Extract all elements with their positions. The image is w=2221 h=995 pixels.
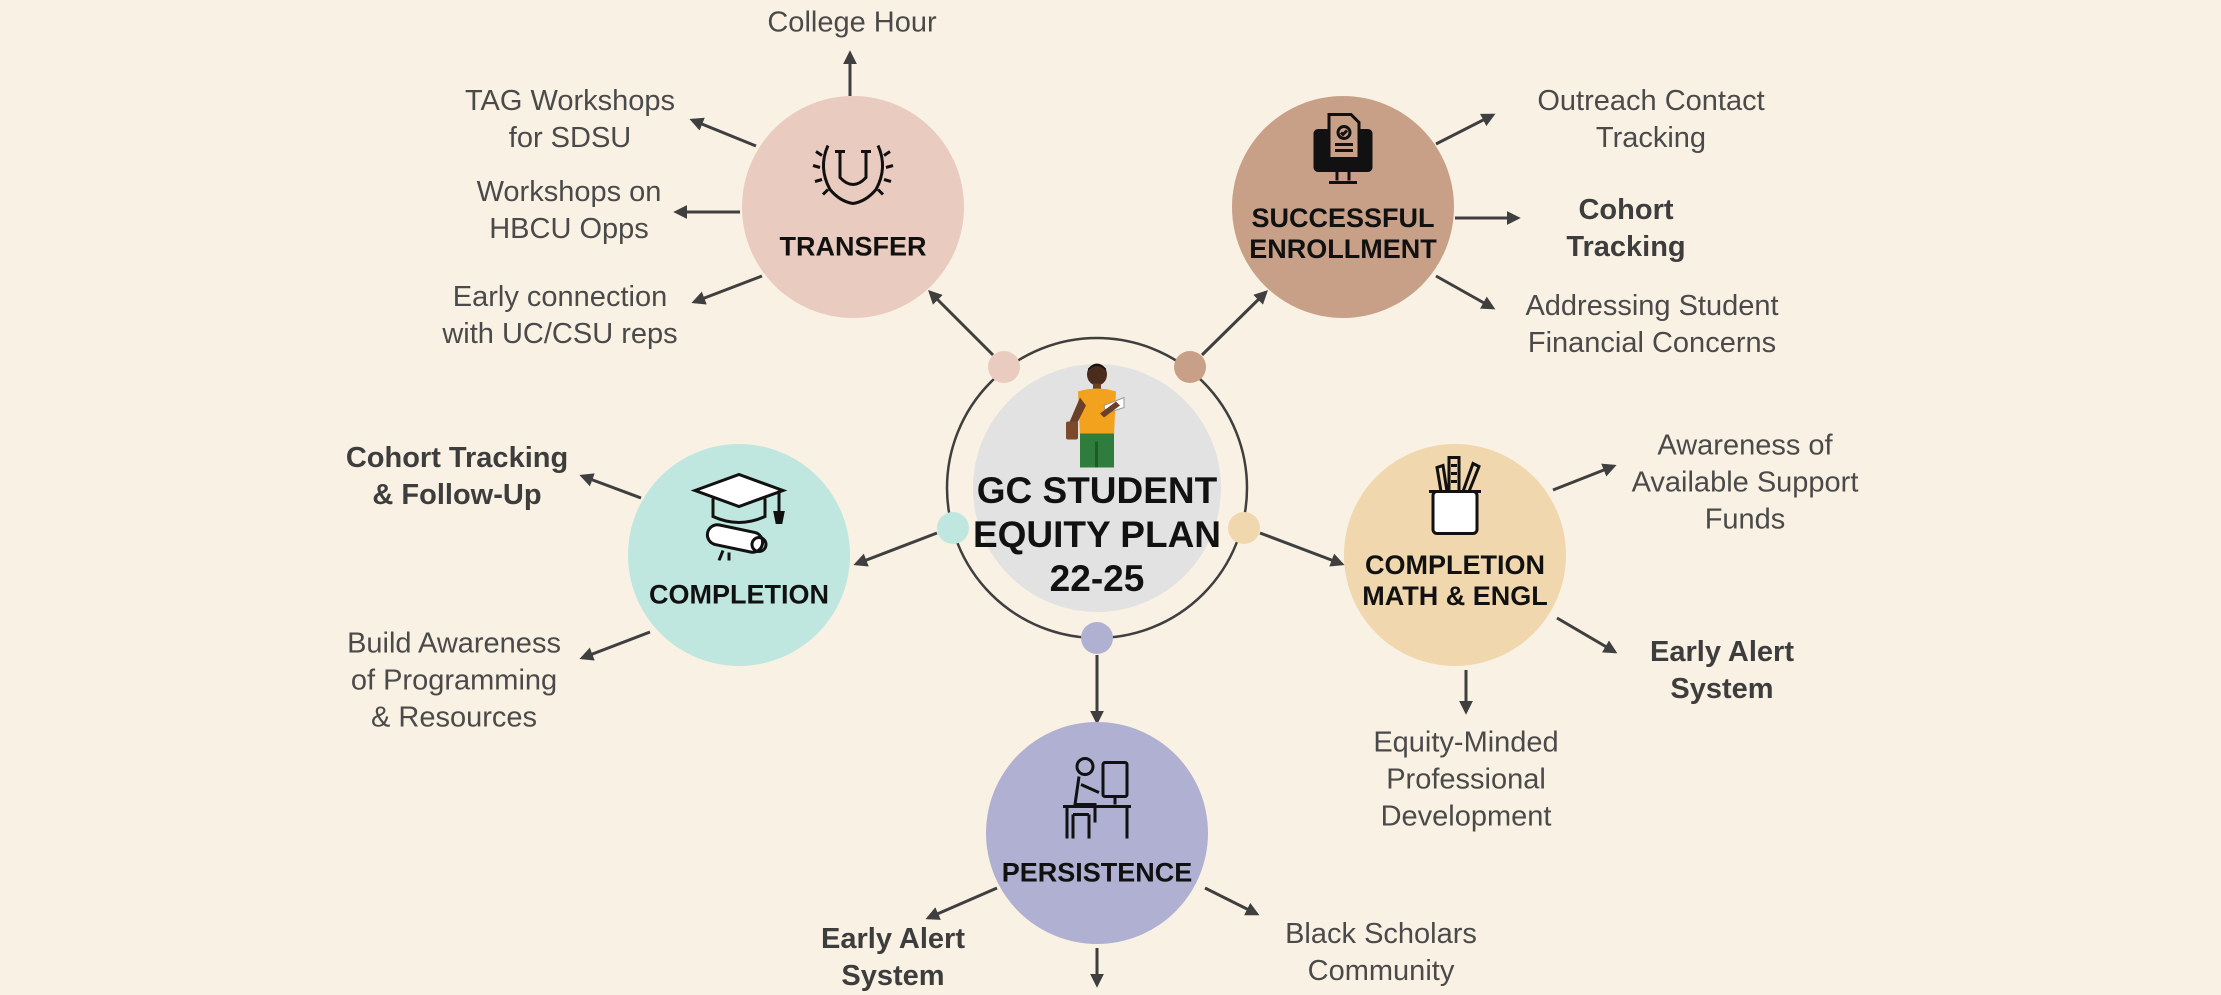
math-engl-title-line: MATH & ENGL: [1362, 581, 1548, 611]
item-line: Funds: [1704, 503, 1786, 536]
student-at-desk-icon: [1059, 755, 1135, 846]
enrollment-title-line: ENROLLMENT: [1249, 234, 1437, 264]
item-line: of Programming: [350, 664, 558, 697]
item-line: Black Scholars: [1285, 918, 1477, 950]
graduation-cap-diploma-icon: [689, 471, 789, 566]
math-engl-item-support-funds: Awareness of Available Support Funds: [1632, 428, 1859, 539]
transfer-title-line: TRANSFER: [779, 231, 927, 262]
item-line: Tracking: [1595, 122, 1707, 154]
item-line: Build Awareness: [347, 627, 561, 660]
item-line: with UC/CSU reps: [442, 318, 678, 350]
center-title-line: EQUITY PLAN: [972, 514, 1222, 555]
pencil-cup-icon: [1423, 454, 1487, 543]
item-line: Early connection: [452, 281, 668, 313]
item-line: Professional: [1386, 763, 1546, 796]
arrow-to-cohort-followup: [579, 473, 642, 500]
item-line: & Follow-Up: [372, 479, 542, 511]
item-line: TAG Workshops: [464, 85, 676, 117]
item-line: HBCU Opps: [489, 213, 649, 245]
enrollment-title: SUCCESSFUL ENROLLMENT: [1249, 203, 1436, 265]
item-line: Cohort: [1578, 194, 1674, 226]
math-engl-item-equity-pd: Equity-Minded Professional Development: [1373, 725, 1558, 836]
completion-item-build-awareness: Build Awareness of Programming & Resourc…: [347, 626, 561, 737]
center-title-line: 22-25: [1049, 558, 1145, 599]
arrow-to-persist-early-alert: [925, 886, 998, 920]
persistence-title-line: PERSISTENCE: [1001, 857, 1193, 888]
computer-document-icon: [1311, 111, 1375, 196]
persistence-title: PERSISTENCE: [1002, 858, 1193, 889]
math-engl-title: COMPLETION MATH & ENGL: [1362, 550, 1547, 612]
math-engl-title-line: COMPLETION: [1364, 550, 1545, 580]
item-line: Tracking: [1566, 231, 1686, 263]
persistence-item-black-scholars: Black Scholars Community: [1285, 916, 1477, 990]
item-line: for SDSU: [508, 122, 632, 154]
arrow-to-outreach: [1435, 113, 1496, 146]
persistence-junction-dot: [1081, 622, 1113, 654]
transfer-item-hbcu-workshops: Workshops on HBCU Opps: [477, 174, 662, 248]
university-laurel-icon: [810, 134, 896, 217]
enrollment-item-financial: Addressing Student Financial Concerns: [1525, 288, 1778, 362]
arrow-to-transfer: [928, 290, 995, 357]
enrollment-item-cohort-tracking: Cohort Tracking: [1566, 192, 1685, 266]
arrow-to-early-connection: [691, 274, 763, 305]
arrow-to-support-funds: [1552, 463, 1617, 492]
item-line: Awareness of: [1657, 429, 1833, 462]
item-line: Cohort Tracking: [345, 442, 569, 474]
arrow-to-enrollment: [1200, 290, 1268, 357]
transfer-junction-dot: [988, 351, 1020, 383]
center-title-line: GC STUDENT: [976, 470, 1218, 511]
transfer-item-college-hour: College Hour: [767, 5, 936, 42]
item-line: Early Alert: [1650, 636, 1794, 668]
arrow-to-math-early-alert: [1556, 616, 1618, 654]
center-title: GC STUDENT EQUITY PLAN 22-25: [973, 469, 1221, 601]
item-line: Outreach Contact: [1537, 85, 1765, 117]
arrow-to-build-awareness: [579, 630, 651, 661]
item-line: System: [841, 960, 945, 992]
persistence-circle: [986, 722, 1208, 944]
item-line: Workshops on: [476, 176, 662, 208]
completion-title-line: COMPLETION: [649, 579, 829, 610]
transfer-item-tag-workshops: TAG Workshops for SDSU: [465, 83, 675, 157]
item-line: & Resources: [370, 701, 537, 734]
item-line: System: [1670, 673, 1774, 705]
math-engl-item-early-alert: Early Alert System: [1650, 634, 1794, 708]
completion-junction-dot: [937, 512, 969, 544]
enrollment-title-line: SUCCESSFUL: [1251, 203, 1435, 233]
item-line: Available Support: [1631, 466, 1859, 499]
item-line: College Hour: [767, 6, 937, 39]
arrow-to-completion: [853, 531, 938, 567]
enrollment-item-outreach: Outreach Contact Tracking: [1537, 83, 1764, 157]
item-line: Development: [1380, 800, 1552, 833]
transfer-title: TRANSFER: [780, 232, 927, 263]
item-line: Financial Concerns: [1527, 327, 1777, 359]
item-line: Equity-Minded: [1373, 726, 1559, 759]
persistence-item-early-alert: Early Alert System: [821, 921, 965, 995]
item-line: Community: [1307, 955, 1455, 987]
student-reading-icon: [1064, 362, 1130, 475]
item-line: Early Alert: [821, 923, 965, 955]
arrow-to-financial: [1435, 274, 1496, 310]
arrow-to-black-scholars: [1204, 886, 1260, 916]
transfer-item-early-connection: Early connection with UC/CSU reps: [442, 279, 677, 353]
completion-item-cohort-followup: Cohort Tracking & Follow-Up: [346, 440, 568, 514]
enrollment-junction-dot: [1174, 351, 1206, 383]
arrow-to-tag-workshops: [689, 117, 757, 148]
math-engl-junction-dot: [1228, 512, 1260, 544]
arrow-to-math-engl: [1259, 531, 1345, 567]
transfer-circle: [742, 96, 964, 318]
completion-title: COMPLETION: [649, 580, 829, 611]
item-line: Addressing Student: [1525, 290, 1779, 322]
